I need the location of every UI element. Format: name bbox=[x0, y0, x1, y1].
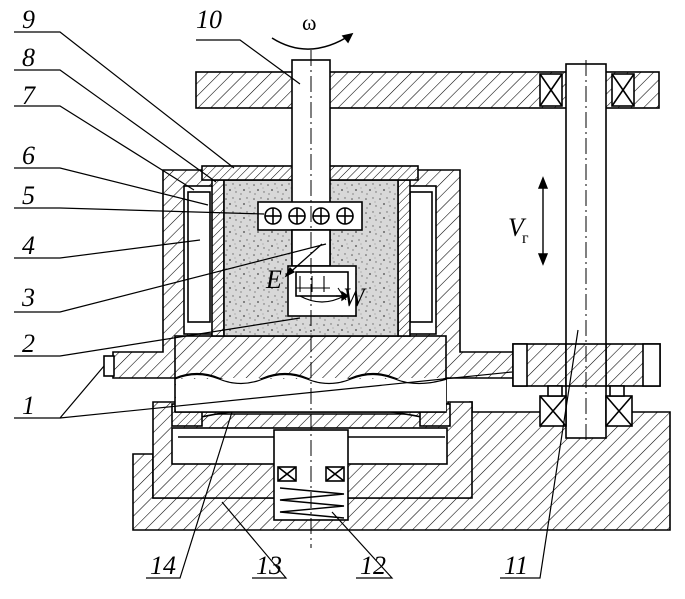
velocity-arrow bbox=[537, 176, 549, 266]
leader-lines bbox=[14, 31, 579, 579]
left-pin bbox=[103, 355, 115, 377]
label-14: 14 bbox=[150, 551, 176, 580]
label-10: 10 bbox=[196, 5, 222, 34]
w-symbol: W bbox=[343, 283, 367, 312]
velocity-symbol: V bbox=[508, 213, 527, 242]
rotation-arrow bbox=[271, 32, 354, 50]
e-symbol: E bbox=[265, 265, 282, 294]
container-wall-left bbox=[211, 179, 225, 337]
label-1: 1 bbox=[22, 391, 35, 420]
label-2: 2 bbox=[22, 329, 35, 358]
label-13: 13 bbox=[256, 551, 282, 580]
omega-symbol: ω bbox=[302, 10, 316, 35]
label-7: 7 bbox=[22, 81, 36, 110]
holder-bolts bbox=[264, 207, 354, 225]
spring bbox=[279, 487, 345, 519]
label-9: 9 bbox=[22, 5, 35, 34]
label-11: 11 bbox=[504, 551, 528, 580]
label-6: 6 bbox=[22, 141, 35, 170]
velocity-subscript: г bbox=[522, 230, 529, 247]
side-window-left bbox=[187, 191, 211, 323]
label-8: 8 bbox=[22, 43, 35, 72]
label-5: 5 bbox=[22, 181, 35, 210]
label-3: 3 bbox=[21, 283, 35, 312]
side-window-right bbox=[409, 191, 433, 323]
container-wall-right bbox=[397, 179, 411, 337]
label-12: 12 bbox=[360, 551, 386, 580]
label-4: 4 bbox=[22, 231, 35, 260]
